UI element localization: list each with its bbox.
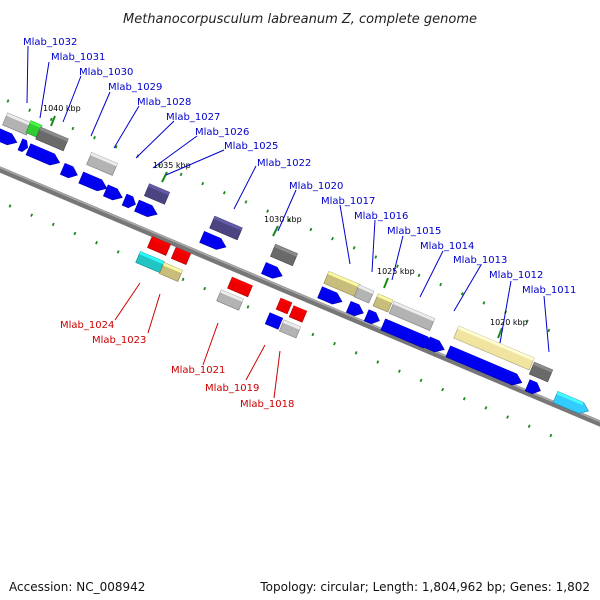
reverse-gene-box-6[interactable]	[216, 289, 244, 311]
reverse-gene-box-3[interactable]	[135, 251, 165, 273]
annotation-box-5[interactable]	[143, 183, 171, 205]
annotation-box-1[interactable]	[2, 112, 32, 136]
gene-label-mlab-1022[interactable]: Mlab_1022	[257, 158, 311, 169]
gene-label-mlab-1016[interactable]: Mlab_1016	[354, 211, 408, 222]
forward-gene-arrow-8[interactable]	[134, 199, 158, 218]
forward-gene-arrow-10[interactable]	[261, 262, 283, 279]
gene-label-mlab-1027[interactable]: Mlab_1027	[166, 112, 220, 123]
gene-label-mlab-1028[interactable]: Mlab_1028	[137, 97, 191, 108]
topology-text: Topology: circular; Length: 1,804,962 bp…	[260, 580, 590, 594]
accession-text: Accession: NC_008942	[9, 580, 146, 594]
annotation-box-12[interactable]	[453, 325, 535, 371]
reverse-gene-box-2[interactable]	[170, 246, 192, 266]
reverse-gene-box-5[interactable]	[227, 276, 253, 298]
genome-backbone-highlight	[0, 166, 600, 423]
annotation-box-3[interactable]	[35, 126, 69, 152]
map-title: Methanocorpusculum labreanum Z, complete…	[123, 12, 477, 27]
forward-gene-arrow-13[interactable]	[363, 309, 380, 325]
forward-gene-labels: Mlab_1032 Mlab_1031 Mlab_1030 Mlab_1029 …	[23, 37, 576, 296]
gene-label-mlab-1012[interactable]: Mlab_1012	[489, 270, 543, 281]
gene-label-mlab-1013[interactable]: Mlab_1013	[453, 255, 507, 266]
annotation-box-7[interactable]	[270, 243, 298, 267]
annotation-box-10[interactable]	[372, 293, 394, 313]
forward-gene-arrow-4[interactable]	[59, 162, 78, 179]
genome-backbone	[0, 166, 600, 427]
gene-label-mlab-1024[interactable]: Mlab_1024	[60, 320, 114, 331]
gene-label-mlab-1017[interactable]: Mlab_1017	[321, 196, 375, 207]
kbp-marker-1040: 1040 kbp	[43, 104, 81, 113]
kbp-marker-1025: 1025 kbp	[377, 267, 415, 276]
reverse-gene-box-7[interactable]	[275, 297, 293, 315]
forward-gene-arrow-5[interactable]	[78, 171, 108, 192]
gene-label-mlab-1029[interactable]: Mlab_1029	[108, 82, 162, 93]
forward-gene-arrow-2[interactable]	[17, 138, 29, 153]
annotation-box-13[interactable]	[528, 361, 554, 383]
gene-label-mlab-1030[interactable]: Mlab_1030	[79, 67, 133, 78]
forward-gene-arrow-7[interactable]	[121, 193, 136, 209]
reverse-gene-box-10[interactable]	[278, 319, 302, 339]
annotation-box-6[interactable]	[209, 215, 243, 241]
reverse-gene-box-1[interactable]	[147, 236, 171, 256]
gene-label-mlab-1020[interactable]: Mlab_1020	[289, 181, 343, 192]
label-leader-lines	[26, 45, 550, 399]
kbp-marker-1020: 1020 kbp	[490, 318, 528, 327]
reverse-gene-box-8[interactable]	[288, 305, 308, 323]
forward-gene-arrow-cyan[interactable]	[552, 391, 590, 414]
annotation-box-9[interactable]	[353, 284, 375, 304]
gene-label-mlab-1031[interactable]: Mlab_1031	[51, 52, 105, 63]
gene-label-mlab-1018[interactable]: Mlab_1018	[240, 399, 294, 410]
forward-gene-arrow-12[interactable]	[345, 300, 364, 317]
annotation-box-11[interactable]	[388, 301, 436, 331]
gene-label-mlab-1019[interactable]: Mlab_1019	[205, 383, 259, 394]
annotation-box-4[interactable]	[86, 152, 118, 176]
reverse-gene-box-4[interactable]	[159, 262, 183, 282]
forward-gene-arrow-15[interactable]	[424, 336, 445, 353]
gene-label-mlab-1021[interactable]: Mlab_1021	[171, 365, 225, 376]
forward-gene-arrow-16[interactable]	[445, 345, 523, 386]
forward-gene-arrow-17[interactable]	[524, 379, 541, 395]
gene-features	[0, 112, 590, 414]
gene-label-mlab-1026[interactable]: Mlab_1026	[195, 127, 249, 138]
forward-gene-arrow-9[interactable]	[199, 231, 227, 250]
reverse-gene-labels: Mlab_1024 Mlab_1023 Mlab_1021 Mlab_1019 …	[60, 320, 294, 410]
forward-gene-arrow-3[interactable]	[25, 143, 61, 166]
forward-gene-arrow-1[interactable]	[0, 126, 18, 146]
gene-label-mlab-1023[interactable]: Mlab_1023	[92, 335, 146, 346]
reverse-gene-box-9[interactable]	[264, 312, 284, 330]
gene-label-mlab-1032[interactable]: Mlab_1032	[23, 37, 77, 48]
forward-gene-arrow-6[interactable]	[102, 184, 123, 201]
gene-label-mlab-1015[interactable]: Mlab_1015	[387, 226, 441, 237]
gene-label-mlab-1011[interactable]: Mlab_1011	[522, 285, 576, 296]
kbp-marker-1035: 1035 kbp	[153, 161, 191, 170]
gene-label-mlab-1014[interactable]: Mlab_1014	[420, 241, 474, 252]
gene-label-mlab-1025[interactable]: Mlab_1025	[224, 141, 278, 152]
forward-gene-arrow-11[interactable]	[317, 286, 343, 305]
